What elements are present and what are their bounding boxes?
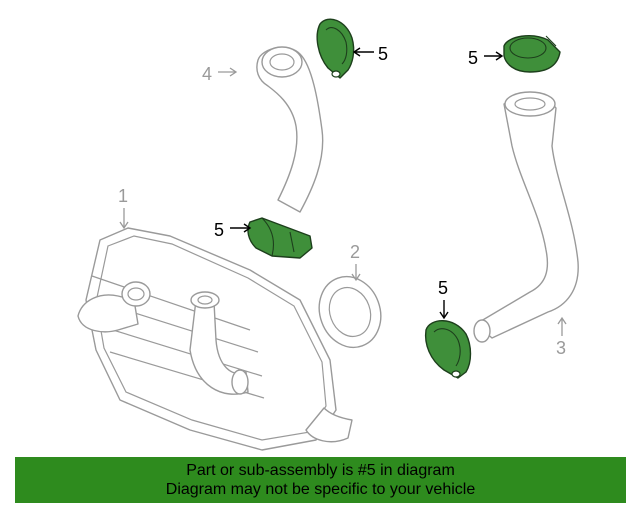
oil-cooler-part-1[interactable] xyxy=(77,227,353,451)
info-banner: Part or sub-assembly is #5 in diagram Di… xyxy=(15,457,626,503)
callout-5-top-left: 5 xyxy=(378,44,388,64)
callout-5-bottom-right: 5 xyxy=(438,278,448,298)
clamp-part-5-top-right[interactable] xyxy=(503,35,561,73)
banner-line-2: Diagram may not be specific to your vehi… xyxy=(165,481,476,498)
arrow-1 xyxy=(119,208,129,230)
callout-2: 2 xyxy=(350,242,360,262)
arrow-3 xyxy=(557,316,567,336)
arrow-5-middle xyxy=(230,223,252,233)
seal-part-2[interactable] xyxy=(309,268,390,356)
arrow-5-top-left xyxy=(352,47,374,57)
callout-1: 1 xyxy=(118,186,128,206)
arrow-5-top-right xyxy=(484,51,504,61)
clamp-part-5-bottom-right[interactable] xyxy=(424,320,472,379)
callout-5-middle: 5 xyxy=(214,220,224,240)
arrow-5-bottom-right xyxy=(439,300,449,320)
callout-3: 3 xyxy=(556,338,566,358)
callout-5-top-right: 5 xyxy=(468,48,478,68)
hose-part-3[interactable] xyxy=(473,91,579,343)
banner-line-1: Part or sub-assembly is #5 in diagram xyxy=(186,462,455,479)
clamp-part-5-top-left[interactable] xyxy=(316,18,355,79)
arrow-2 xyxy=(351,264,361,282)
callout-4: 4 xyxy=(202,64,212,84)
clamp-part-5-middle[interactable] xyxy=(247,217,313,259)
hose-part-4[interactable] xyxy=(256,46,324,213)
arrow-4 xyxy=(218,67,238,77)
